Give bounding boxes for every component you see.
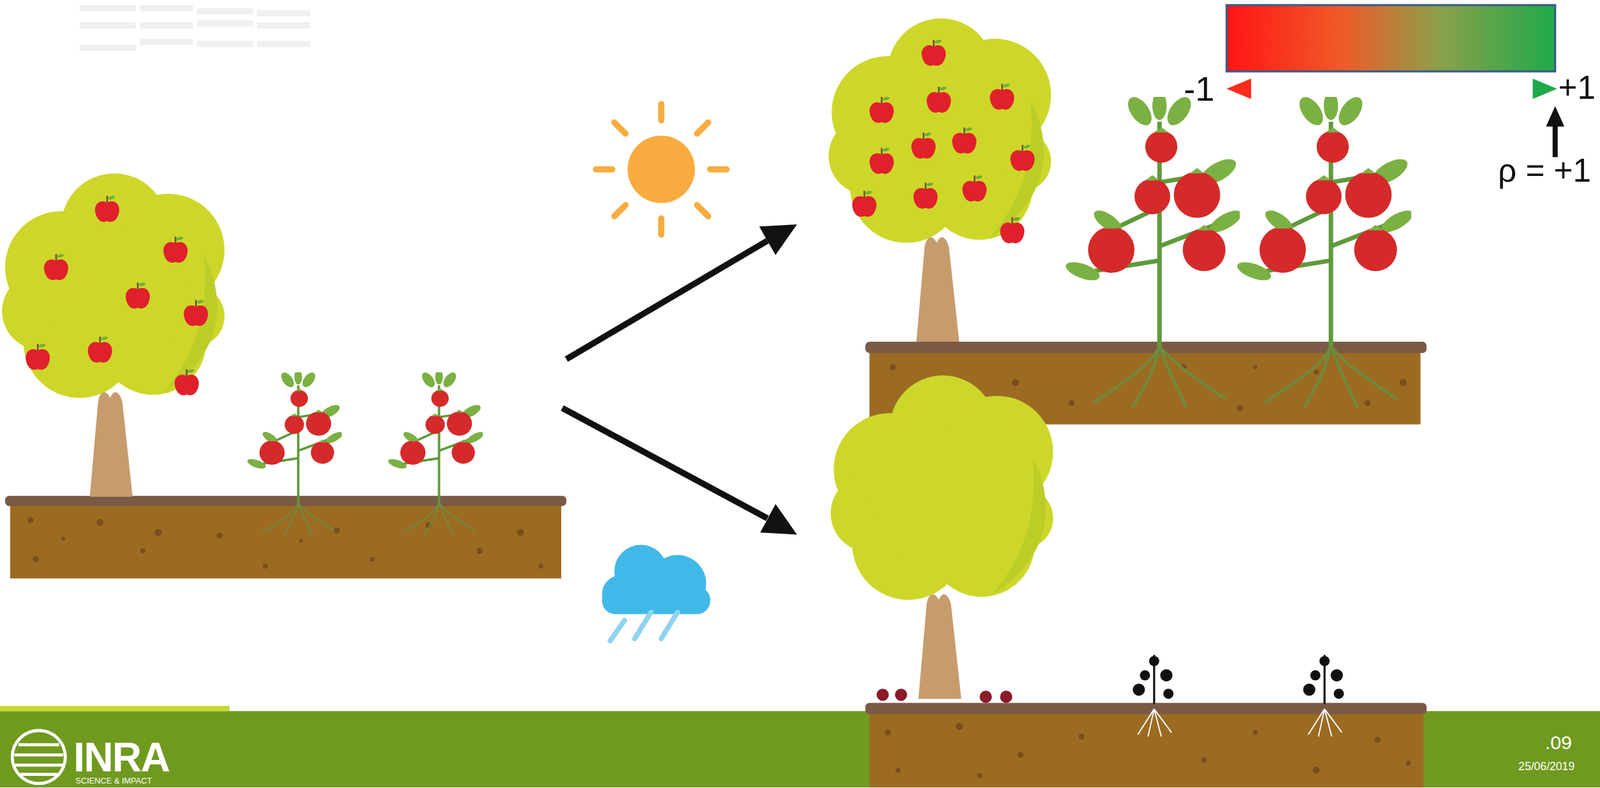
footer-band [0, 711, 1600, 788]
logo-tagline: SCIENCE & IMPACT [75, 777, 152, 786]
logo-wordmark: INRA [73, 736, 169, 778]
scale-min-label: -1 [1183, 71, 1215, 106]
rainy-outcome-scene [830, 375, 1428, 788]
sun-symbol [596, 103, 727, 235]
faded-header [79, 5, 311, 52]
slide-number: .09 [1545, 732, 1572, 752]
footer-accent [0, 705, 230, 712]
scale-max-label: +1 [1558, 71, 1596, 104]
rain-cloud-symbol [601, 545, 711, 641]
correlation-value: ρ = +1 [1497, 154, 1592, 187]
inra-logo-globe [12, 730, 66, 784]
correlation-scale [1226, 5, 1565, 157]
initial-scene [1, 173, 567, 579]
sunny-outcome-scene [828, 18, 1427, 425]
slide-date: 25/06/2019 [1518, 761, 1575, 773]
transition-arrow [562, 224, 798, 535]
